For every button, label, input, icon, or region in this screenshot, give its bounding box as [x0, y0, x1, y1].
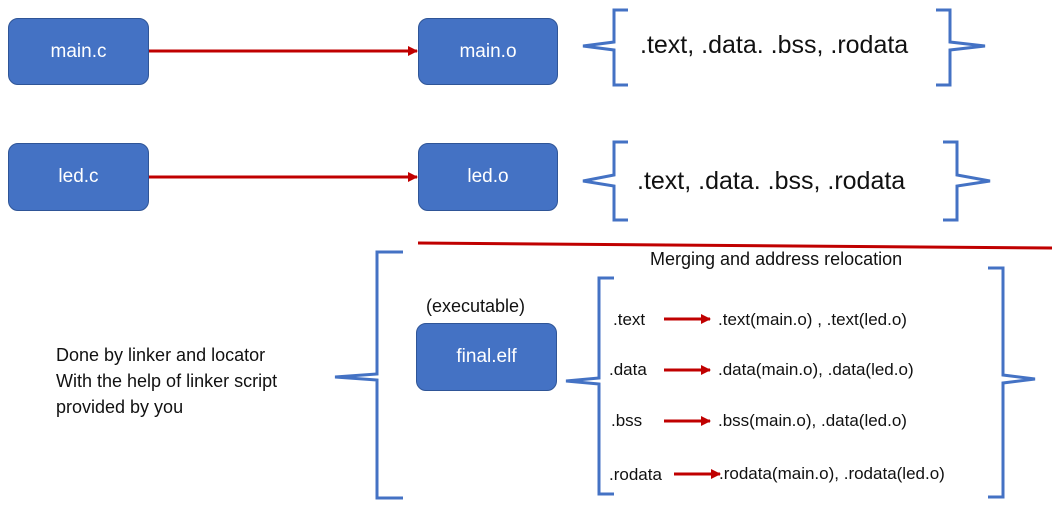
row2-left-brace [582, 140, 628, 222]
divider-line [417, 241, 1053, 250]
linker-note-line-3: provided by you [56, 397, 184, 417]
bss-section-label: .bss [611, 411, 643, 430]
bss-section-sources: .bss(main.o), .data(led.o) [718, 411, 907, 430]
merge-title: Merging and address relocation [650, 249, 903, 269]
main-c-box: main.c [8, 18, 149, 85]
led-o-box: led.o [418, 143, 558, 211]
row2-right-brace [943, 140, 991, 222]
data-section-label: .data [609, 360, 647, 379]
rodata-section-sources: .rodata(main.o), .rodata(led.o) [719, 464, 945, 483]
executable-label: (executable) [426, 296, 526, 316]
final-elf-box: final.elf [416, 323, 557, 391]
data-section-sources: .data(main.o), .data(led.o) [718, 360, 914, 379]
rodata-section-label: .rodata [609, 465, 662, 484]
merge-left-brace [565, 276, 614, 496]
text-section-label: .text [613, 310, 646, 329]
row2-sections: .text, .data. .bss, .rodata [637, 167, 906, 195]
main-o-box: main.o [418, 18, 558, 85]
row1-sections: .text, .data. .bss, .rodata [640, 31, 909, 59]
row1-right-brace [936, 8, 986, 87]
merge-right-brace [988, 266, 1036, 499]
linker-note-line-2: With the help of linker script [56, 371, 278, 391]
linker-note-line-1: Done by linker and locator [56, 345, 266, 365]
led-c-box: led.c [8, 143, 149, 211]
row1-left-brace [582, 8, 628, 87]
linker-note-brace [334, 250, 403, 500]
text-section-sources: .text(main.o) , .text(led.o) [718, 310, 907, 329]
